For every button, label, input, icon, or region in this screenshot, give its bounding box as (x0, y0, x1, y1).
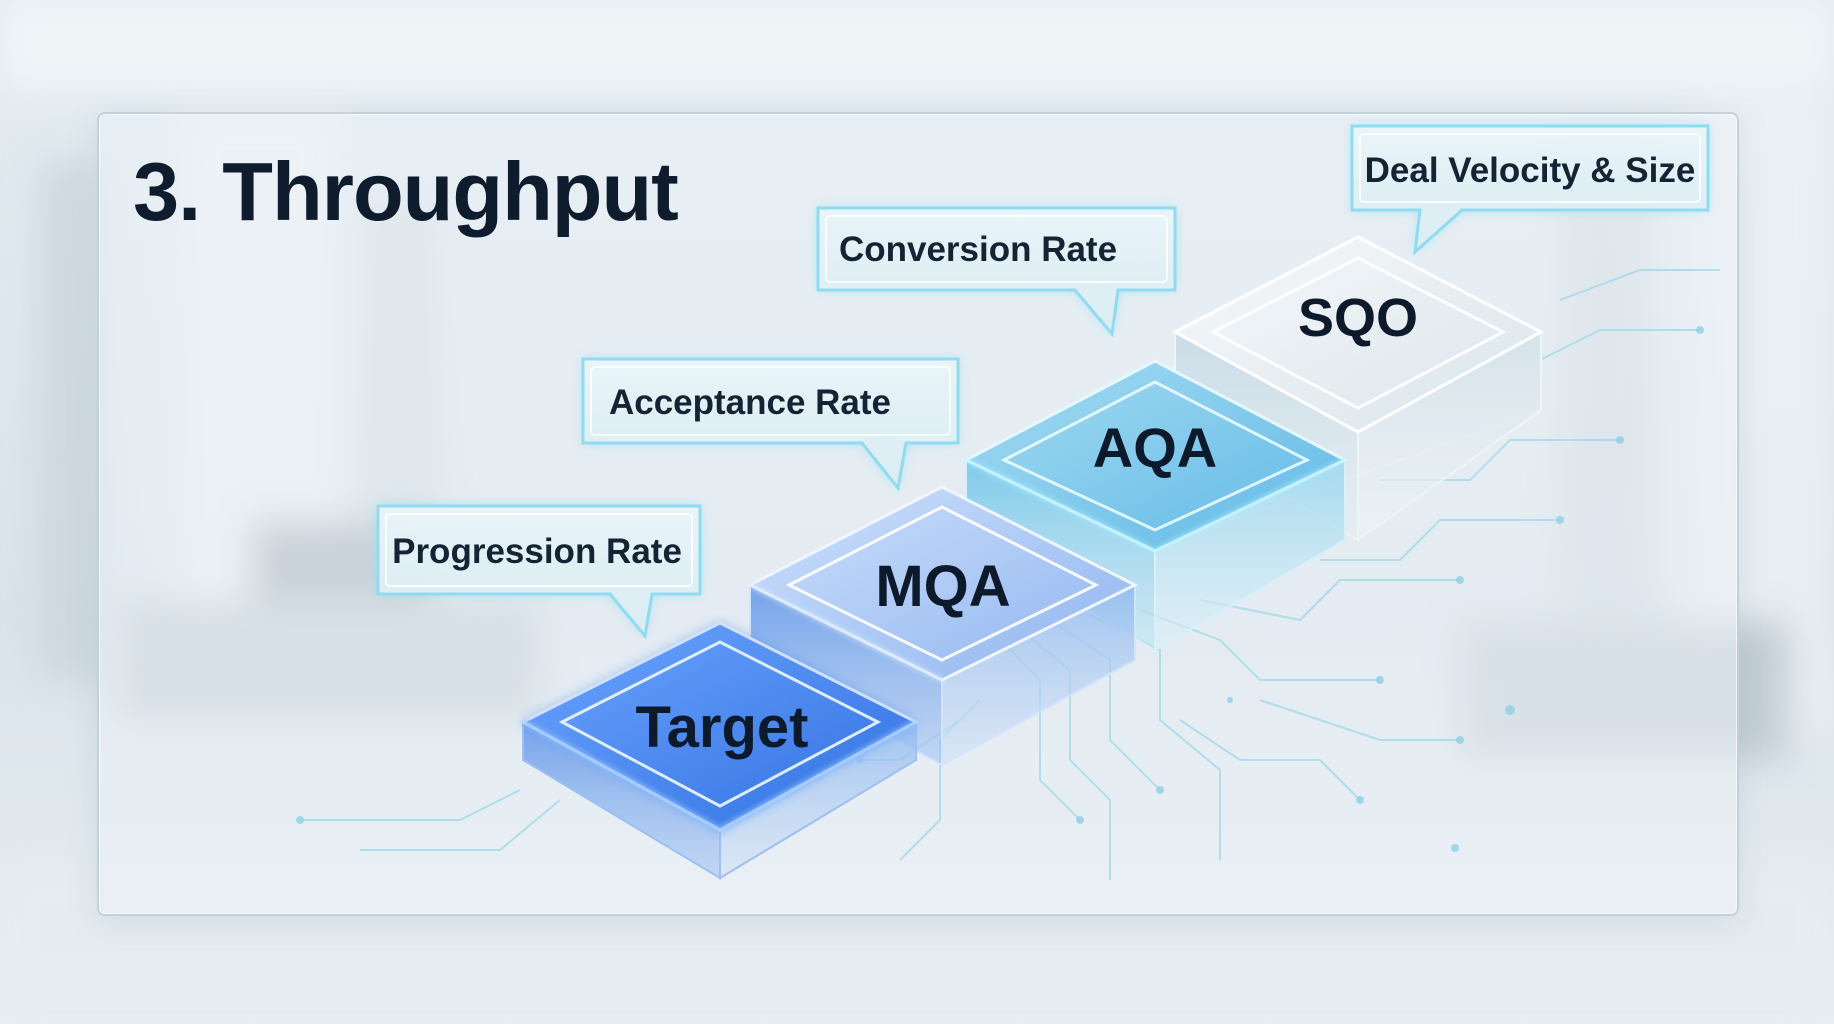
step-label-sqo: SQO (1298, 288, 1418, 348)
callout-acceptance-rate: Acceptance Rate (581, 357, 960, 492)
step-label-target: Target (636, 695, 809, 760)
callout-label-acceptance-rate: Acceptance Rate (609, 383, 891, 422)
step-target (519, 621, 920, 880)
step-label-mqa: MQA (875, 554, 1010, 619)
callout-deal-velocity-size: Deal Velocity & Size (1350, 124, 1710, 256)
callout-progression-rate: Progression Rate (376, 504, 702, 640)
page-title: 3. Throughput (133, 145, 679, 238)
callout-conversion-rate: Conversion Rate (816, 206, 1177, 338)
callout-label-progression-rate: Progression Rate (392, 532, 682, 571)
step-label-aqa: AQA (1093, 416, 1217, 479)
callout-label-deal-velocity-size: Deal Velocity & Size (1365, 151, 1696, 190)
callout-label-conversion-rate: Conversion Rate (839, 230, 1117, 269)
